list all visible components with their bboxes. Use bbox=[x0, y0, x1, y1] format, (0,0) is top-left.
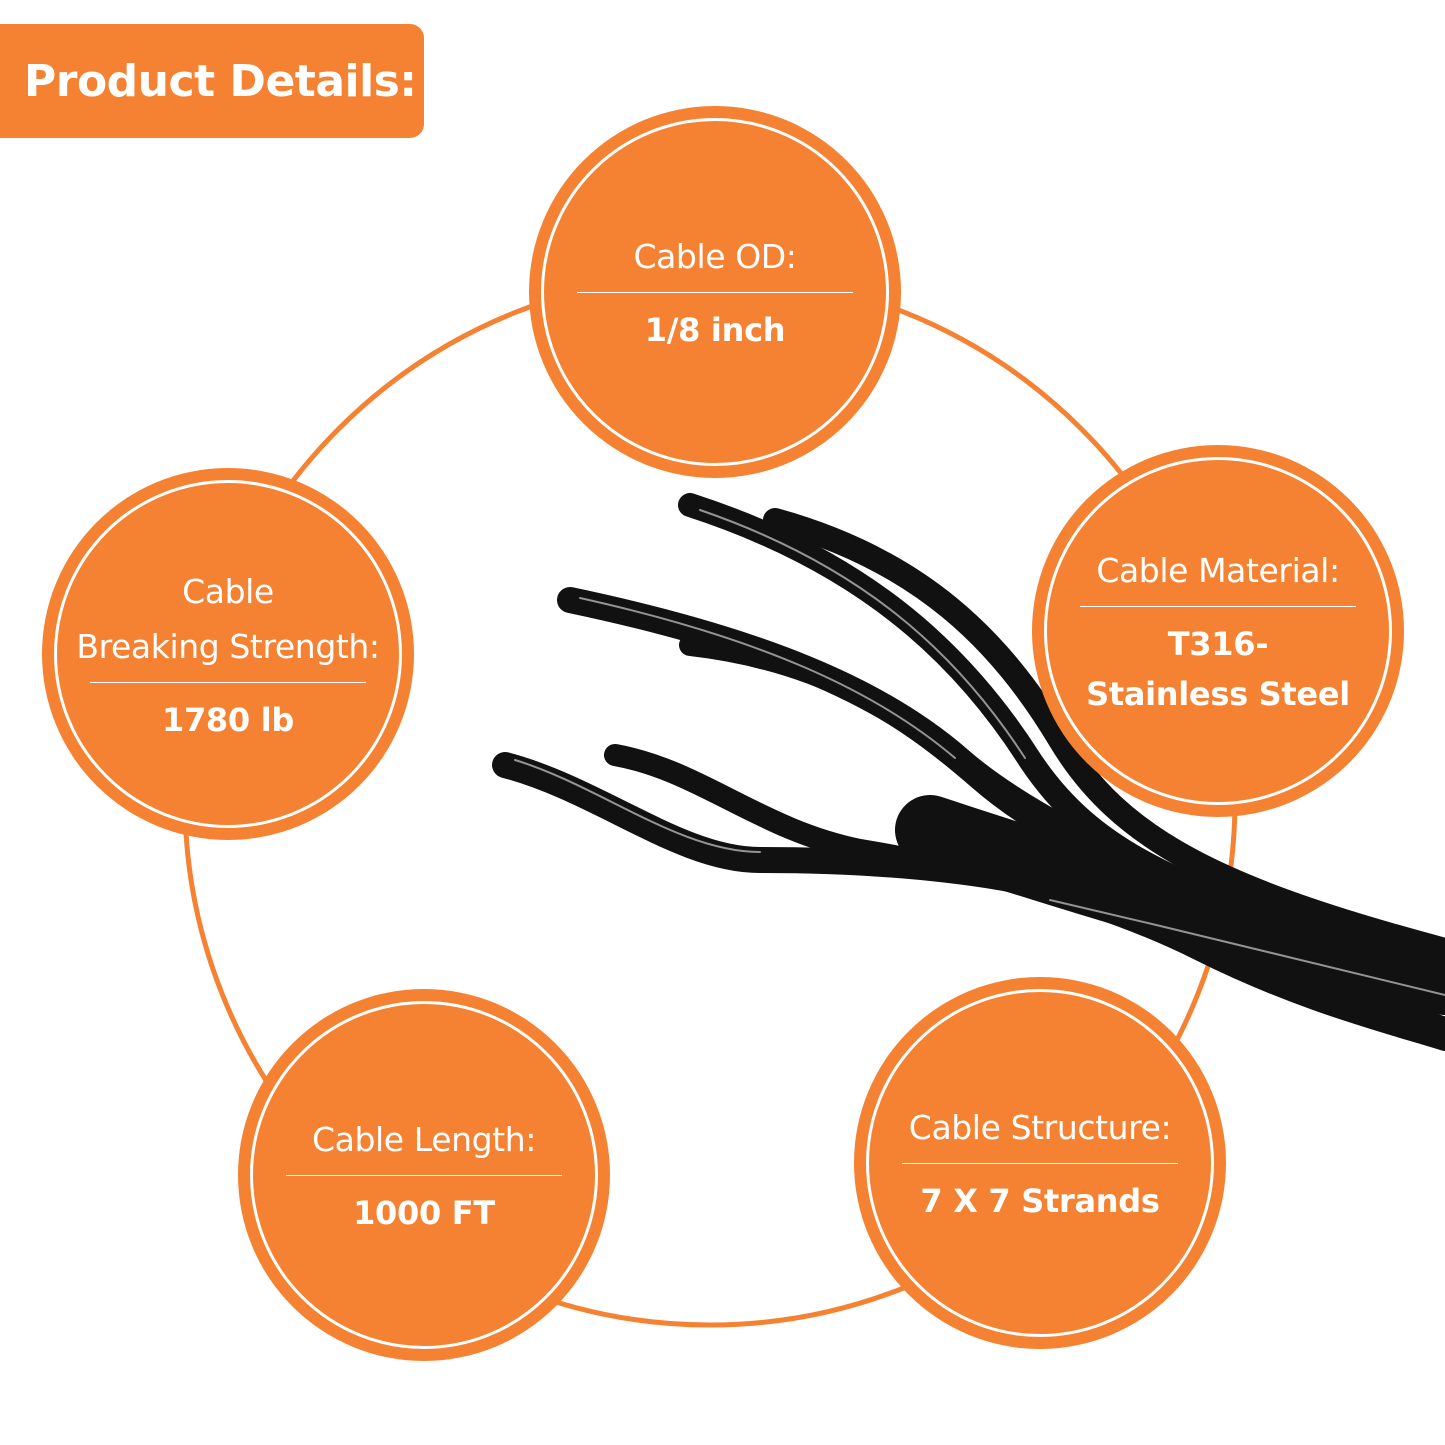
badge-value: 1/8 inch bbox=[644, 311, 786, 349]
badge-label: Breaking Strength: bbox=[76, 626, 380, 666]
badge-label: Cable Structure: bbox=[908, 1108, 1172, 1147]
badge-cable-od: Cable OD: 1/8 inch bbox=[529, 106, 901, 478]
badge-ring: Cable OD: 1/8 inch bbox=[541, 118, 889, 466]
badge-ring: Cable Length: 1000 FT bbox=[250, 1001, 598, 1349]
badge-value: Stainless Steel bbox=[1086, 675, 1350, 713]
badge-cable-material: Cable Material: T316- Stainless Steel bbox=[1032, 445, 1404, 817]
badge-cable-length: Cable Length: 1000 FT bbox=[238, 989, 610, 1361]
badge-label: Cable OD: bbox=[633, 237, 797, 276]
badge-divider bbox=[902, 1163, 1178, 1164]
page-title: Product Details: bbox=[24, 55, 417, 107]
badge-value: 1000 FT bbox=[353, 1194, 495, 1232]
header-banner: Product Details: bbox=[0, 24, 424, 138]
badge-ring: Cable Breaking Strength: 1780 lb bbox=[54, 480, 402, 828]
badge-divider bbox=[286, 1175, 562, 1176]
badge-label: Cable Material: bbox=[1096, 551, 1340, 590]
badge-divider bbox=[577, 292, 853, 293]
badge-ring: Cable Structure: 7 X 7 Strands bbox=[866, 989, 1214, 1337]
badge-value: 7 X 7 Strands bbox=[920, 1182, 1160, 1220]
badge-divider bbox=[1080, 606, 1356, 607]
badge-cable-structure: Cable Structure: 7 X 7 Strands bbox=[854, 977, 1226, 1349]
badge-cable-breaking-strength: Cable Breaking Strength: 1780 lb bbox=[42, 468, 414, 840]
badge-label: Cable Length: bbox=[312, 1120, 536, 1159]
badge-value: T316- bbox=[1167, 625, 1269, 663]
badge-value: 1780 lb bbox=[162, 700, 294, 739]
badge-ring: Cable Material: T316- Stainless Steel bbox=[1044, 457, 1392, 805]
badge-label: Cable bbox=[182, 571, 274, 611]
badge-divider bbox=[90, 681, 366, 683]
